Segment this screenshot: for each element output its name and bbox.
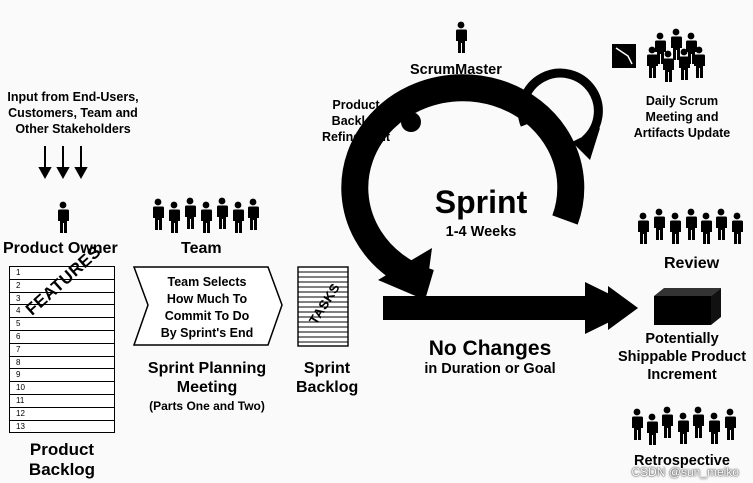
team-people-icon: [153, 197, 259, 233]
backlog-row: 3: [10, 293, 114, 306]
input-text: Input from End-Users, Customers, Team an…: [0, 89, 146, 137]
product-backlog-table: 1 2 3 4 5 6 7 8 9 10 11 12 13: [9, 266, 115, 434]
sprint-backlog-line-2: Backlog: [296, 379, 359, 396]
backlog-row: 2: [10, 280, 114, 293]
backlog-row: 8: [10, 357, 114, 370]
increment-line-2: Shippable Product: [617, 349, 747, 365]
team-selects-line-2: How Much To: [166, 292, 248, 306]
planning-subtitle: (Parts One and Two): [149, 399, 265, 413]
backlog-row: 6: [10, 331, 114, 344]
product-backlog-label: Product Backlog: [12, 440, 112, 480]
daily-scrum-label: Daily Scrum Meeting and Artifacts Update: [618, 93, 746, 141]
sprint-title: Sprint: [434, 184, 528, 220]
increment-line-3: Increment: [647, 367, 717, 383]
team-selects-shape: [132, 266, 283, 346]
input-line-1: Input from End-Users,: [7, 90, 139, 104]
backlog-row: 13: [16, 421, 25, 431]
product-backlog-line-1: Product: [29, 440, 95, 459]
backlog-row: 9: [10, 369, 114, 383]
review-label: Review: [664, 255, 720, 272]
team-label: Team: [181, 240, 222, 257]
team-selects-line-1: Team Selects: [167, 275, 247, 289]
increment-arrow: [530, 286, 638, 330]
refinement-label: Product Backlog Refinement: [314, 97, 398, 145]
refinement-line-1: Product: [332, 98, 380, 112]
backlog-row: 1: [10, 267, 114, 280]
product-backlog-line-2: Backlog: [28, 460, 96, 479]
sprint-planning-label: Sprint Planning Meeting: [134, 359, 280, 397]
sprint-cycle-arrow: [341, 74, 585, 300]
increment-label: Potentially Shippable Product Increment: [612, 330, 752, 384]
daily-line-3: Artifacts Update: [633, 126, 731, 140]
sprint-backlog-line-1: Sprint: [303, 360, 351, 377]
daily-scrum-people-icon: [612, 28, 705, 82]
planning-line-1: Sprint Planning: [147, 360, 267, 377]
backlog-row: 4: [10, 305, 114, 319]
scrummaster-label: ScrumMaster: [410, 62, 502, 78]
input-line-2: Customers, Team and: [8, 106, 138, 120]
increment-line-1: Potentially: [645, 331, 719, 347]
review-people-icon: [638, 208, 743, 244]
product-owner-person-icon: [58, 201, 69, 233]
flow-arrow: [383, 282, 638, 334]
increment-box-icon: [654, 288, 721, 325]
planning-line-2: Meeting: [176, 379, 238, 396]
backlog-row: 12: [10, 408, 114, 421]
daily-cycle-arrow: [517, 68, 603, 160]
team-selects-text: Team Selects How Much To Commit To Do By…: [146, 274, 268, 342]
input-arrows: [38, 146, 88, 180]
sprint-backlog-label: Sprint Backlog: [296, 359, 358, 397]
backlog-row: 11: [10, 395, 114, 408]
sprint-duration: 1-4 Weeks: [445, 224, 517, 240]
watermark-text: CSDN @sun_meiko: [631, 465, 739, 479]
team-selects-line-3: Commit To Do: [164, 309, 250, 323]
refinement-line-3: Refinement: [321, 130, 391, 144]
retrospective-people-icon: [632, 406, 736, 445]
scrummaster-person-icon: [456, 21, 467, 53]
no-changes-title: No Changes: [428, 337, 552, 360]
sprint-backlog-paper: [297, 266, 349, 347]
backlog-row: 10: [10, 382, 114, 395]
refinement-line-2: Backlog: [331, 114, 381, 128]
team-selects-line-4: By Sprint's End: [160, 326, 254, 340]
input-line-3: Other Stakeholders: [15, 122, 131, 136]
no-changes-subtitle: in Duration or Goal: [424, 361, 556, 377]
daily-line-2: Meeting and: [645, 110, 719, 124]
backlog-row: 7: [10, 344, 114, 357]
daily-line-1: Daily Scrum: [645, 94, 719, 108]
product-owner-label: Product Owner: [3, 240, 118, 257]
backlog-row: 5: [10, 318, 114, 331]
retrospective-label: Retrospective: [634, 453, 730, 469]
